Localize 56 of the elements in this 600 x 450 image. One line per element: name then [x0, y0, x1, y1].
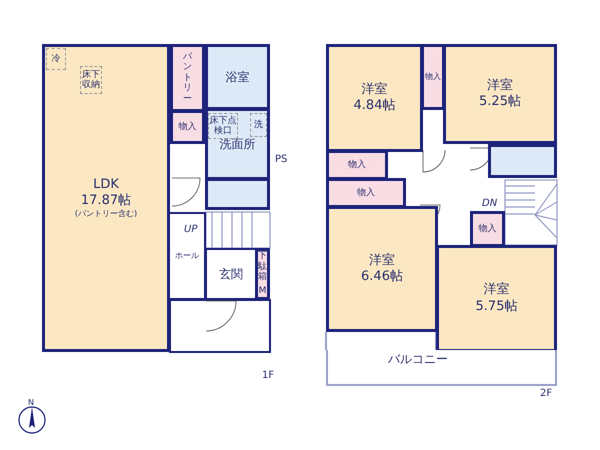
area-label: 6.46帖: [361, 269, 403, 286]
room-label: 玄関: [219, 266, 243, 282]
area-label: 5.75帖: [476, 298, 518, 315]
room-label: 洗: [254, 120, 263, 130]
room-label: 洋室: [369, 252, 395, 269]
room-area: [326, 206, 438, 332]
area-label: 5.25帖: [479, 94, 521, 110]
floor-label: 1F: [262, 370, 274, 381]
closet: [326, 150, 388, 180]
room-label: 洋室: [484, 282, 510, 298]
area-label: (パントリー含む): [74, 209, 138, 220]
room-label: 洋室: [362, 82, 388, 98]
north-label: N: [28, 398, 34, 407]
room-area: [326, 44, 423, 152]
shaft-label: PS: [275, 154, 288, 165]
hall-area: [168, 212, 206, 300]
room-label: 洗面所: [220, 136, 256, 152]
room-area: [443, 44, 557, 144]
toilet-room: [488, 144, 557, 178]
room-label: 物入: [357, 188, 375, 198]
room-label: 床下収納: [81, 70, 101, 90]
floor-storage-hatch: [80, 66, 102, 94]
room-label: 物入: [178, 122, 196, 132]
area-label: 4.84帖: [354, 98, 396, 114]
room-label: 物入: [348, 160, 366, 170]
room-label: LDK: [93, 176, 119, 193]
room-label: 下駄箱: [258, 251, 267, 282]
entrance-area: [205, 248, 257, 300]
bathroom: [205, 44, 270, 110]
room-area: [42, 44, 170, 352]
stair-direction-label: DN: [482, 198, 498, 209]
room-label: 浴室: [226, 70, 250, 84]
washer-space: [250, 113, 267, 137]
room-area: [436, 245, 557, 352]
room-label: バルコニー: [388, 352, 448, 367]
balcony-area: [326, 350, 557, 386]
room-label: 床下点検口: [209, 116, 237, 136]
room-label: 洋室: [487, 78, 513, 94]
closet: [326, 178, 406, 208]
shoe-cabinet: [255, 248, 270, 300]
room-label: M: [258, 286, 266, 297]
closet: [170, 110, 205, 144]
room-label: 冷: [52, 54, 60, 64]
toilet-room: [205, 178, 270, 210]
area-label: 17.87帖: [80, 193, 132, 210]
room-label: ホール: [175, 251, 199, 261]
washroom: [205, 108, 270, 180]
closet: [421, 44, 445, 110]
room-label: 物入: [478, 224, 496, 234]
floor-label: 2F: [540, 388, 552, 399]
pantry: [170, 44, 205, 112]
stair-direction-label: UP: [184, 224, 198, 235]
fridge-space: [46, 48, 66, 70]
room-label: パントリー: [183, 52, 192, 104]
closet: [470, 211, 505, 247]
room-label: 物入: [425, 72, 441, 82]
